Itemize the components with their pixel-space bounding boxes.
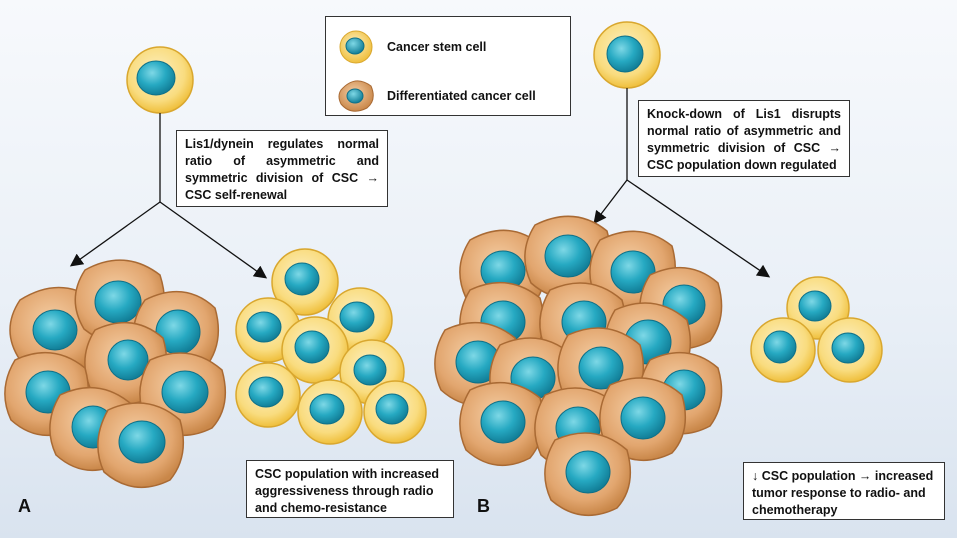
- panel-a-stem-cluster: [235, 248, 427, 445]
- panel-a-top-stem-cell: [126, 46, 194, 114]
- panel-a-label: A: [18, 496, 31, 516]
- legend: Cancer stem cell Differentiated cancer c…: [325, 16, 571, 116]
- panel-a-differentiated-cluster: [4, 259, 227, 489]
- panel-a-regulation-box: Lis1/dynein regulates normal ratio of as…: [176, 130, 388, 207]
- panel-b-knockdown-box: Knock-down of Lis1 disrupts normal ratio…: [638, 100, 850, 177]
- panel-a-outcome-box: CSC population with increased aggressive…: [246, 460, 454, 518]
- differentiated-cell-icon: [338, 80, 374, 112]
- stem-cell-icon: [339, 30, 373, 64]
- legend-icons: [338, 30, 374, 112]
- panel-b-label: B: [477, 496, 490, 516]
- panel-b-top-stem-cell: [593, 21, 661, 89]
- legend-label-differentiated: Differentiated cancer cell: [387, 89, 536, 103]
- legend-label-stem: Cancer stem cell: [387, 40, 487, 54]
- panel-a-arrows: [69, 113, 268, 279]
- panel-b-differentiated-cluster: [434, 215, 723, 517]
- panel-b-outcome-box: ↓ CSC population → increased tumor respo…: [743, 462, 945, 520]
- panel-b-arrows: [593, 88, 771, 278]
- panel-b-stem-cluster: [750, 276, 883, 383]
